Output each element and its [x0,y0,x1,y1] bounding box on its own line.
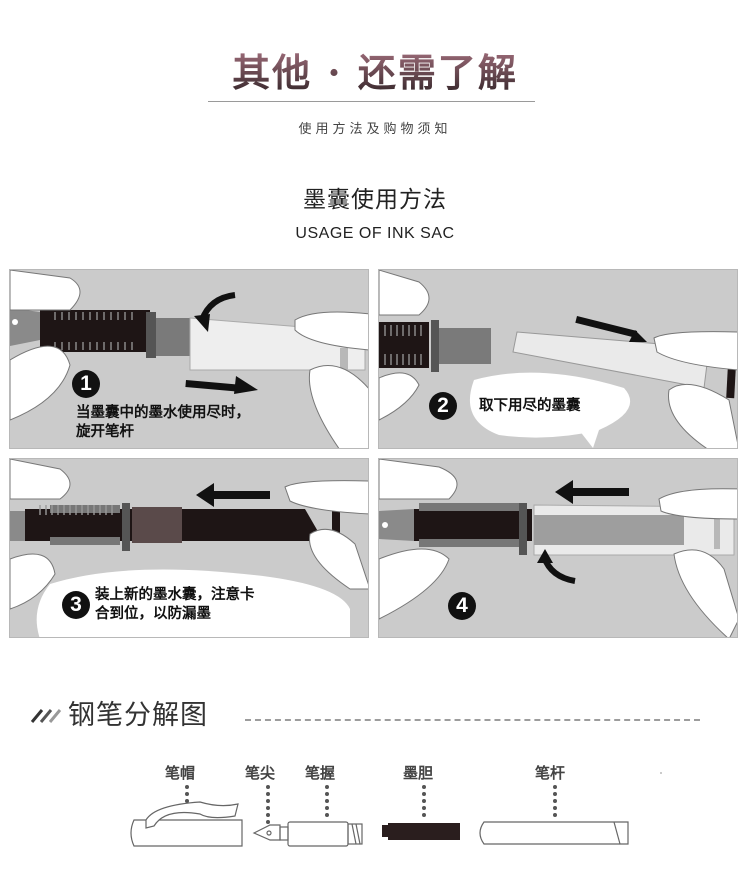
dotted-leader-nib [266,785,270,827]
step-panel-4: 4 [378,458,738,638]
step-panel-1: 1 当墨囊中的墨水使用尽时， 旋开笔杆 [9,269,369,449]
part-label-cartridge: 墨胆 [403,764,434,782]
exploded-header: 钢笔分解图 [28,693,208,732]
step-number-1: 1 [72,370,100,398]
part-label-nib: 笔尖 [245,764,276,782]
step-4-illustration [379,459,737,637]
part-label-barrel: 笔杆 [535,764,566,782]
usage-title-en: USAGE OF INK SAC [295,225,455,242]
usage-title-cn: 墨囊使用方法 [303,187,447,213]
step-3-text-line2: 合到位，以防漏墨 [95,606,211,622]
page-title: 其他 · 还需了解 [0,42,750,97]
stray-dot [660,772,662,774]
step-3-text-line1: 装上新的墨水囊，注意卡 [95,587,255,603]
pen-grip-icon [279,821,363,847]
pen-barrel-icon [479,821,629,845]
step-number-2: 2 [429,392,457,420]
step-1-text-line2: 旋开笔杆 [76,424,134,440]
triple-slash-icon [30,708,62,723]
step-2-text: 取下用尽的墨囊 [479,398,581,414]
part-label-grip: 笔握 [305,764,336,782]
page-subtitle: 使用方法及购物须知 [298,122,452,137]
part-label-cap: 笔帽 [165,764,196,782]
step-1-text-line1: 当墨囊中的墨水使用尽时， [76,405,250,421]
step-number-4: 4 [448,592,476,620]
dotted-leader-grip [325,785,329,820]
exploded-title: 钢笔分解图 [68,700,208,731]
step-2-illustration [379,270,737,448]
step-1-illustration [10,270,368,448]
step-number-3: 3 [62,591,90,619]
step-panel-3: 3 装上新的墨水囊，注意卡 合到位，以防漏墨 [9,458,369,638]
dotted-leader-cartridge [422,785,426,820]
step-3-illustration [10,459,368,637]
pen-nib-icon [252,824,281,841]
dashed-divider [245,719,700,721]
step-panel-2: 2 取下用尽的墨囊 [378,269,738,449]
pen-cap-icon [130,801,243,847]
dotted-leader-barrel [553,785,557,820]
pen-parts-diagram [130,801,629,847]
ink-cartridge-icon [382,823,460,840]
title-divider [208,101,535,102]
